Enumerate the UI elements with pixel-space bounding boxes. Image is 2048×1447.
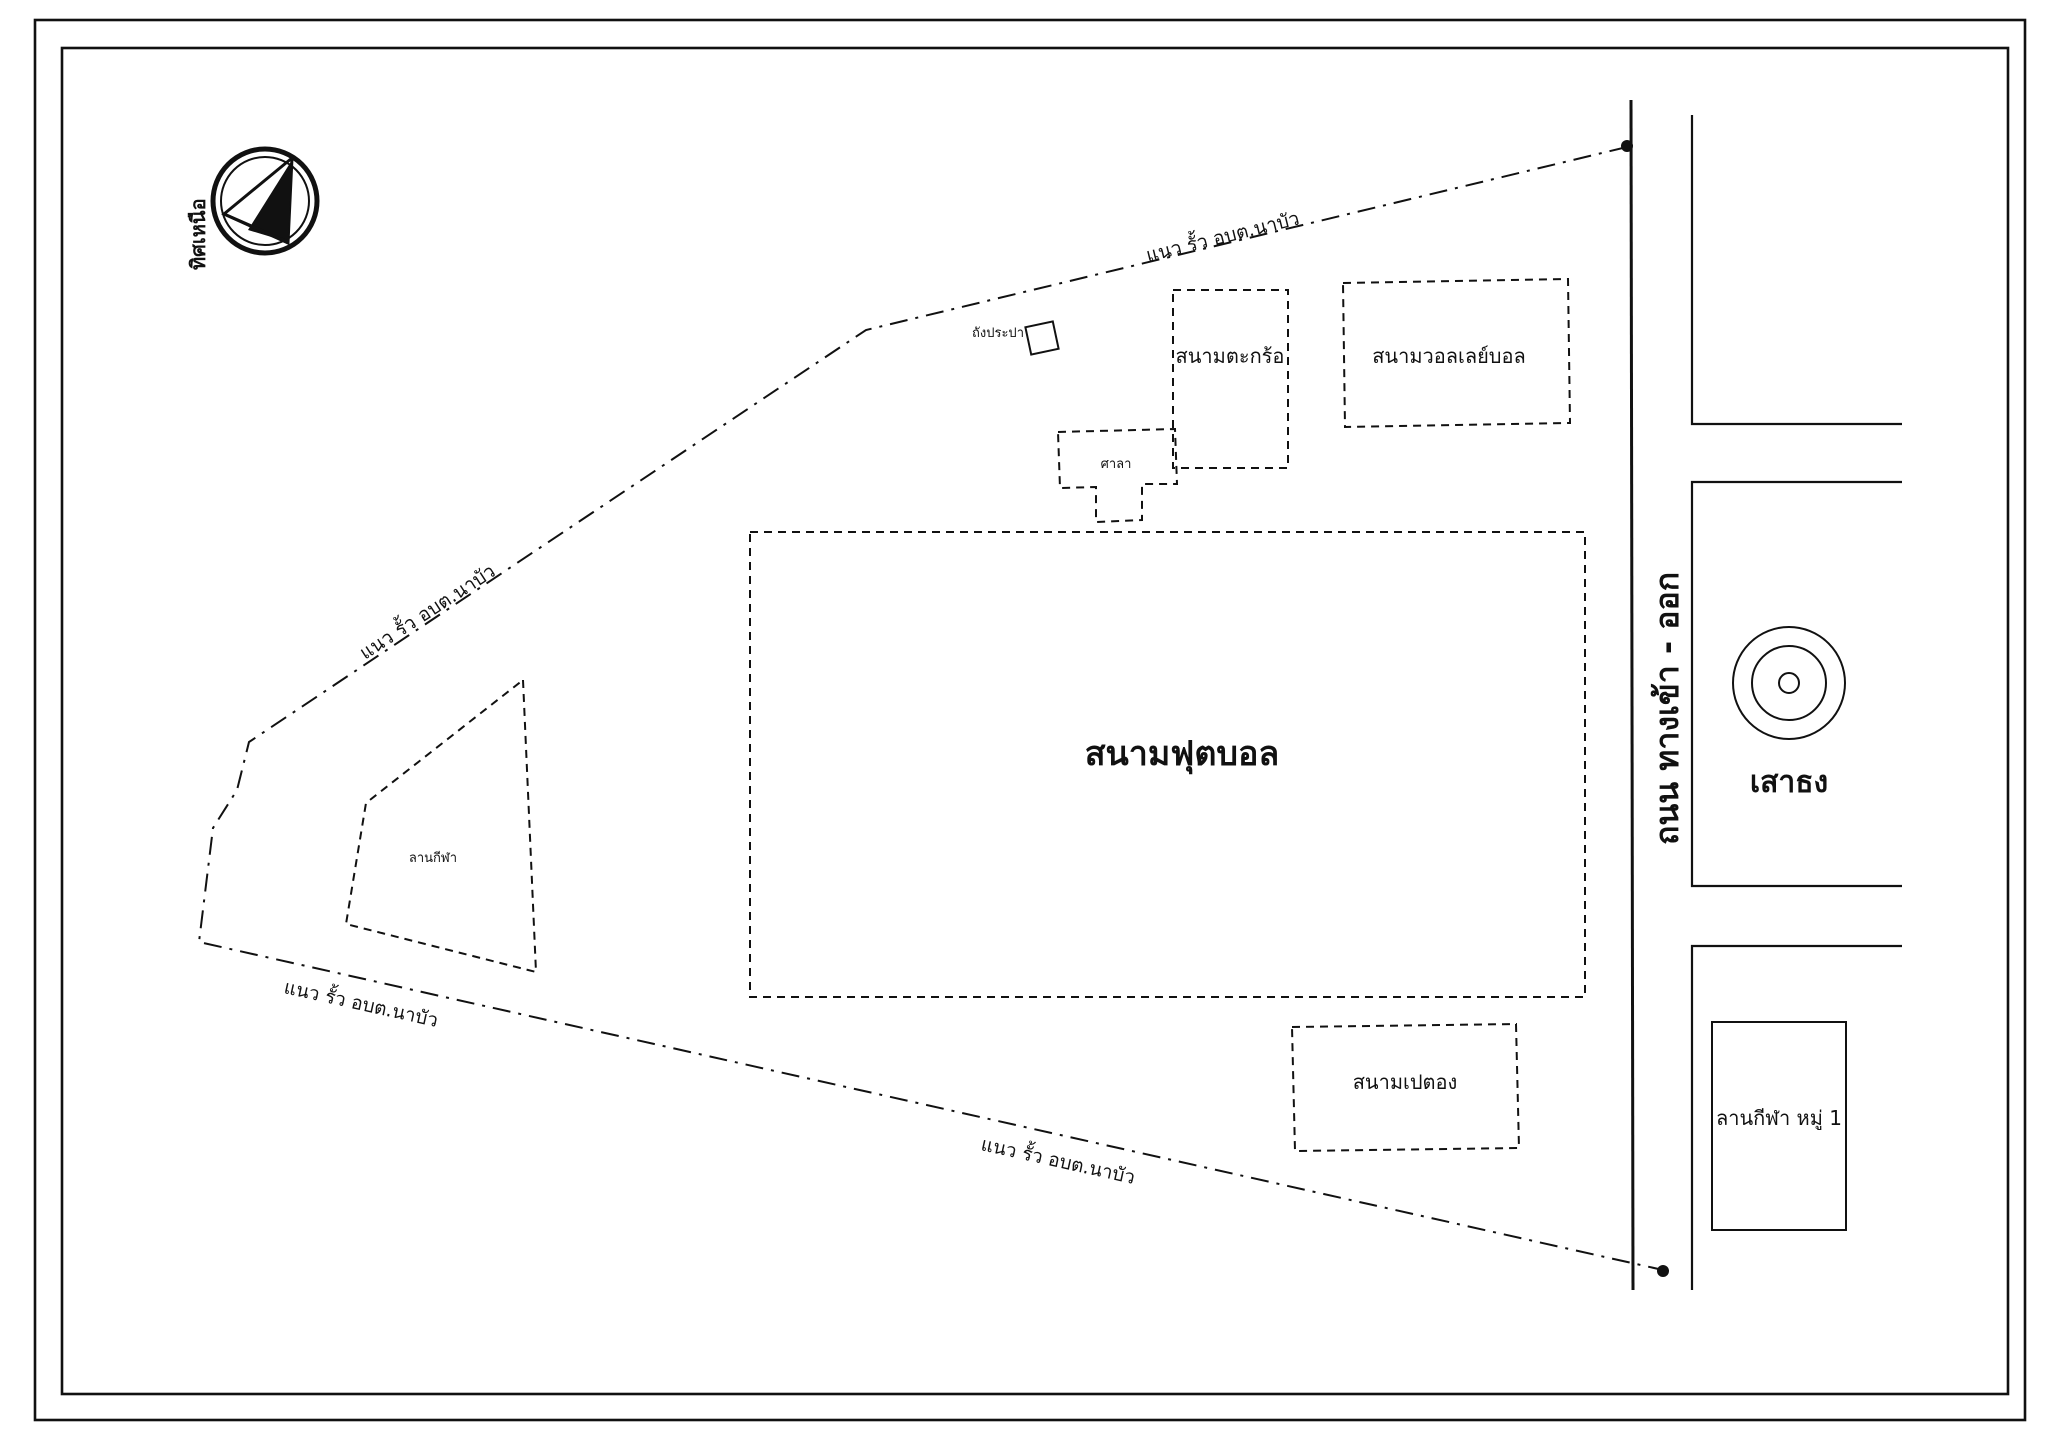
takraw-court [1172, 289, 1289, 469]
road-label: ถนน ทางเข้า - ออก [1648, 572, 1686, 845]
block-middle [1690, 480, 1902, 888]
sports-ground [344, 678, 538, 974]
compass-outer-ring [210, 146, 320, 256]
north-compass: ทิศเหนือ [186, 146, 320, 270]
flagpole-label: เสาธง [1750, 765, 1828, 800]
outer-frame [33, 18, 2027, 1422]
block-south [1690, 944, 1902, 1290]
boundary-marker-south [1657, 1265, 1669, 1277]
flagpole-outer-ring [1732, 626, 1846, 740]
pavilion-label: ศาลา [1101, 457, 1132, 472]
fence-label-bottom: แนว รั้ว อบต.นาบัว [979, 1130, 1138, 1188]
petanque-court-label: สนามเปตอง [1353, 1070, 1458, 1094]
north-arrow-icon [221, 154, 294, 246]
north-label: ทิศเหนือ [186, 198, 210, 270]
flagpole-middle-ring [1751, 645, 1827, 721]
fence-label-bottom-left: แนว รั้ว อบต.นาบัว [282, 973, 441, 1031]
fence-label-top: แนว รั้ว อบต.นาบัว [1143, 205, 1301, 267]
pavilion [1056, 427, 1179, 524]
water-tank [1024, 320, 1060, 356]
block-north [1690, 115, 1902, 426]
football-field [749, 531, 1586, 998]
fence-boundary [197, 146, 1664, 1271]
inner-frame [60, 46, 2010, 1396]
flagpole-center [1778, 672, 1800, 694]
fence-label-left: แนว รั้ว อบต.นาบัว [354, 558, 499, 665]
football-field-label: สนามฟุตบอล [1085, 734, 1280, 775]
village-sports-ground [1711, 1021, 1847, 1231]
road-line [1629, 99, 1635, 1291]
compass-inner-ring [220, 156, 310, 246]
village-sports-ground-label: ลานกีฬา หมู่ 1 [1716, 1106, 1842, 1131]
takraw-court-label: สนามตะกร้อ [1176, 344, 1285, 368]
sports-ground-label: ลานกีฬา [409, 850, 457, 866]
volleyball-court [1341, 277, 1572, 429]
flagpole: เสาธง [1732, 626, 1846, 800]
water-tank-label: ถังประปา [972, 326, 1024, 341]
volleyball-court-label: สนามวอลเลย์บอล [1372, 344, 1526, 368]
